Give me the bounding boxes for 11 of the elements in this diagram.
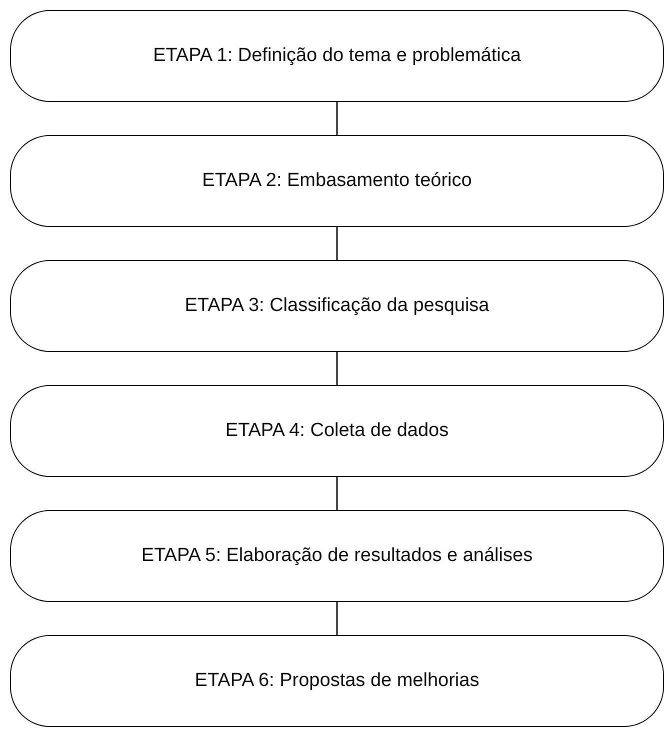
step-label: ETAPA 5: Elaboração de resultados e análises: [141, 545, 533, 567]
connector-line: [336, 477, 338, 510]
step-label: ETAPA 1: Definição do tema e problemática: [153, 45, 521, 67]
step-label: ETAPA 4: Coleta de dados: [225, 420, 449, 442]
connector-line: [336, 227, 338, 260]
connector-line: [336, 602, 338, 635]
step-label: ETAPA 6: Propostas de melhorias: [194, 670, 480, 692]
connector-line: [336, 102, 338, 135]
connector-line: [336, 352, 338, 385]
step-label: ETAPA 3: Classificação da pesquisa: [184, 295, 490, 317]
step-label: ETAPA 2: Embasamento teórico: [202, 170, 472, 192]
